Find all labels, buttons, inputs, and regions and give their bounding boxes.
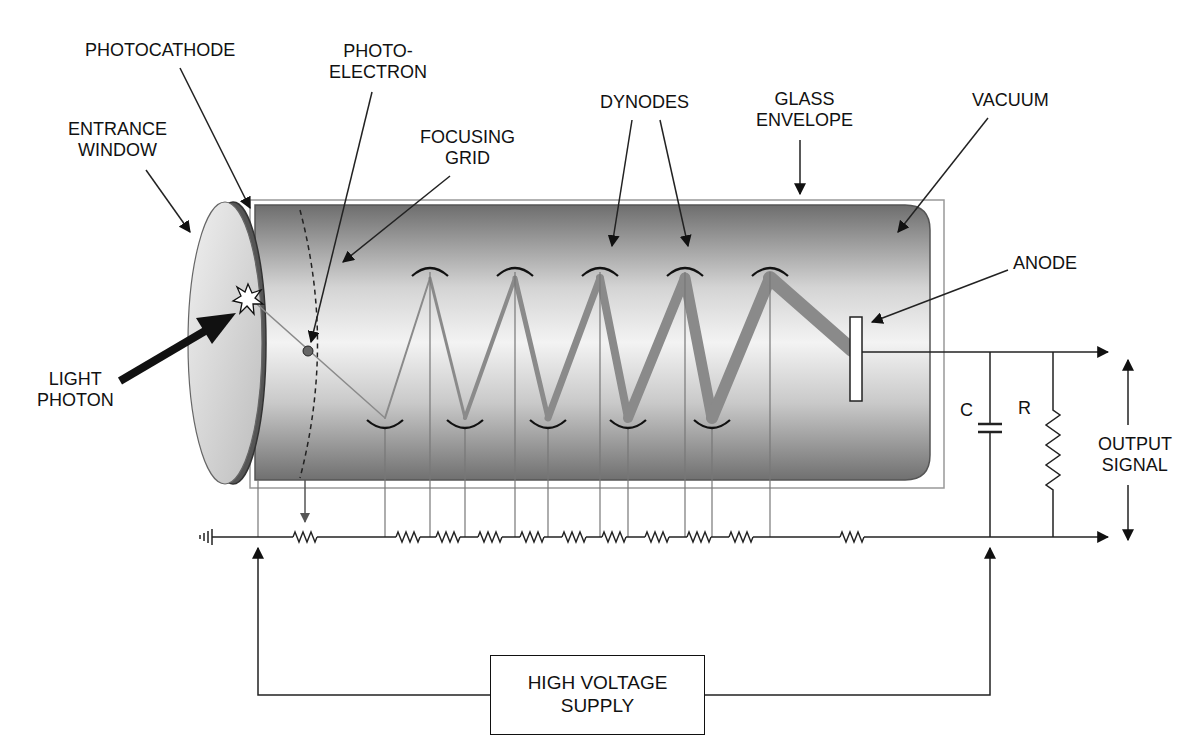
box-text: HIGH VOLTAGE SUPPLY <box>510 672 685 718</box>
part-label: ENTRANCE WINDOW <box>68 119 167 160</box>
part-label: FOCUSING GRID <box>420 127 515 168</box>
part-label: LIGHT PHOTON <box>37 369 114 410</box>
component-label: C <box>960 400 973 421</box>
part-label: DYNODES <box>600 92 689 113</box>
part-label: PHOTO- ELECTRON <box>329 41 427 82</box>
supply-box: HIGH VOLTAGE SUPPLY <box>490 655 705 735</box>
part-label: ANODE <box>1013 253 1077 274</box>
signal-label: OUTPUT SIGNAL <box>1098 434 1172 475</box>
component-label: R <box>1018 398 1031 419</box>
part-label: VACUUM <box>972 90 1049 111</box>
part-label: PHOTOCATHODE <box>85 40 235 61</box>
part-label: GLASS ENVELOPE <box>756 89 853 130</box>
